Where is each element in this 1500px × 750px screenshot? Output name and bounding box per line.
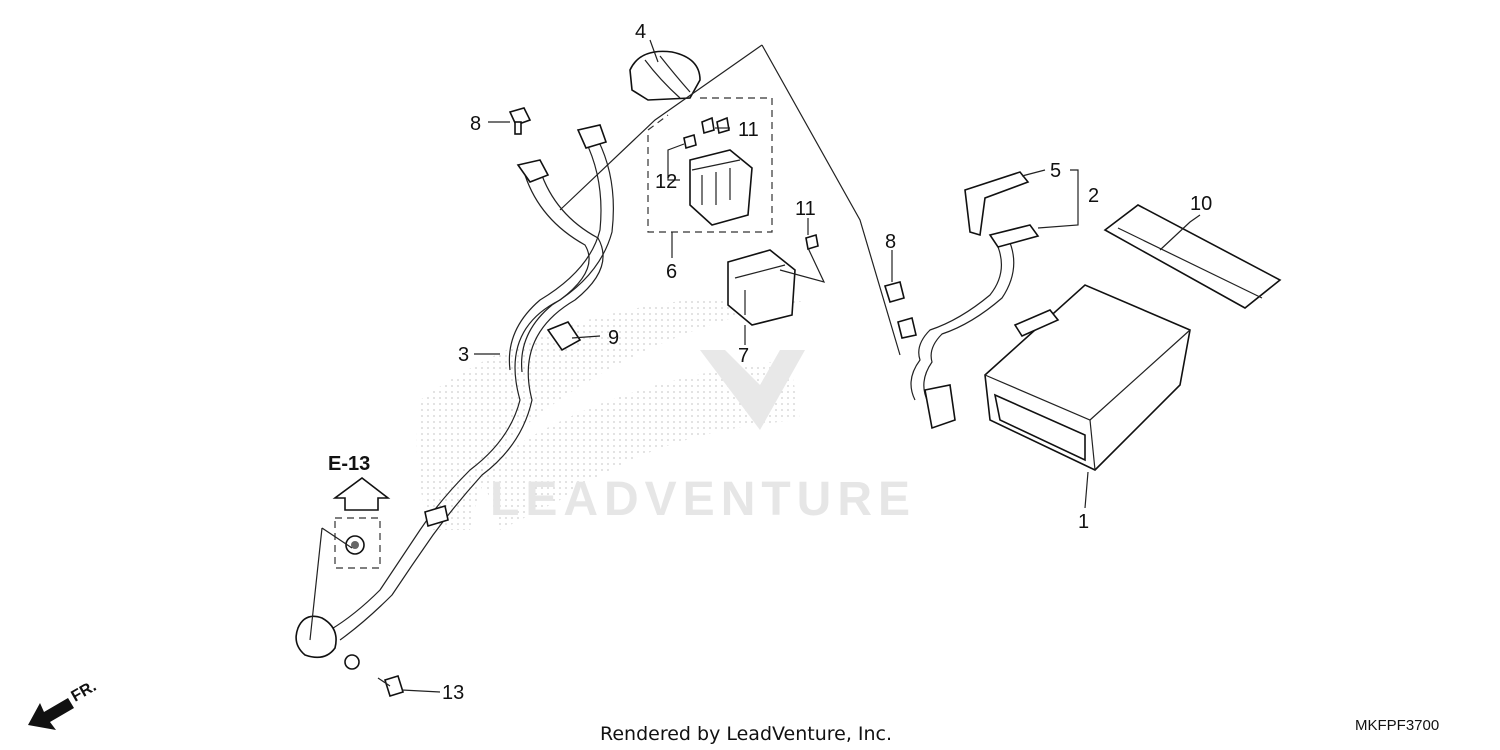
terminal-bolt[interactable] xyxy=(377,675,405,697)
callout-11-lower: 11 xyxy=(795,198,816,220)
watermark-text: LEADVENTURE xyxy=(490,473,916,526)
callout-9: 9 xyxy=(608,327,619,349)
arrow-down-left-icon xyxy=(28,698,74,730)
front-direction-indicator: FR. xyxy=(28,678,99,730)
reference-e-13[interactable]: E-13 xyxy=(328,453,370,475)
battery-band[interactable] xyxy=(1103,204,1282,309)
callout-12: 12 xyxy=(655,171,677,193)
callout-5: 5 xyxy=(1050,160,1061,182)
callout-2: 2 xyxy=(1088,185,1099,207)
starter-relay-assembly[interactable] xyxy=(647,97,773,233)
callout-1: 1 xyxy=(1078,511,1089,533)
callout-10: 10 xyxy=(1190,193,1212,215)
leader-lines xyxy=(309,39,1201,693)
up-arrow-icon xyxy=(332,476,391,511)
cable-clip[interactable] xyxy=(546,321,582,352)
watermark-v-logo xyxy=(700,350,805,430)
battery-bracket[interactable] xyxy=(964,171,1030,237)
watermark-wing-lower xyxy=(480,360,800,530)
callout-3: 3 xyxy=(458,344,469,366)
starter-relay-cover[interactable] xyxy=(629,50,701,101)
callout-13: 13 xyxy=(442,682,464,704)
callout-6: 6 xyxy=(666,261,677,283)
footer-credit: Rendered by LeadVenture, Inc. xyxy=(600,723,892,745)
direction-label: FR. xyxy=(69,678,100,706)
callout-4: 4 xyxy=(635,21,646,43)
diagram-code: MKFPF3700 xyxy=(1355,717,1439,734)
battery-sub-harness[interactable] xyxy=(910,224,1040,430)
relay-connector[interactable] xyxy=(727,233,819,326)
watermark: LEADVENTURE xyxy=(416,295,916,530)
callout-11-upper: 11 xyxy=(738,119,759,141)
watermark-wing-shape xyxy=(416,295,810,530)
callout-8-right: 8 xyxy=(885,231,896,253)
callout-7: 7 xyxy=(738,345,749,367)
battery-cable-harness[interactable] xyxy=(295,124,614,670)
bolt-upper-left[interactable] xyxy=(508,107,532,135)
e-13-reference-box xyxy=(332,476,391,569)
bolt-battery[interactable] xyxy=(883,281,917,339)
callout-8-left: 8 xyxy=(470,113,481,135)
battery[interactable] xyxy=(984,284,1191,471)
